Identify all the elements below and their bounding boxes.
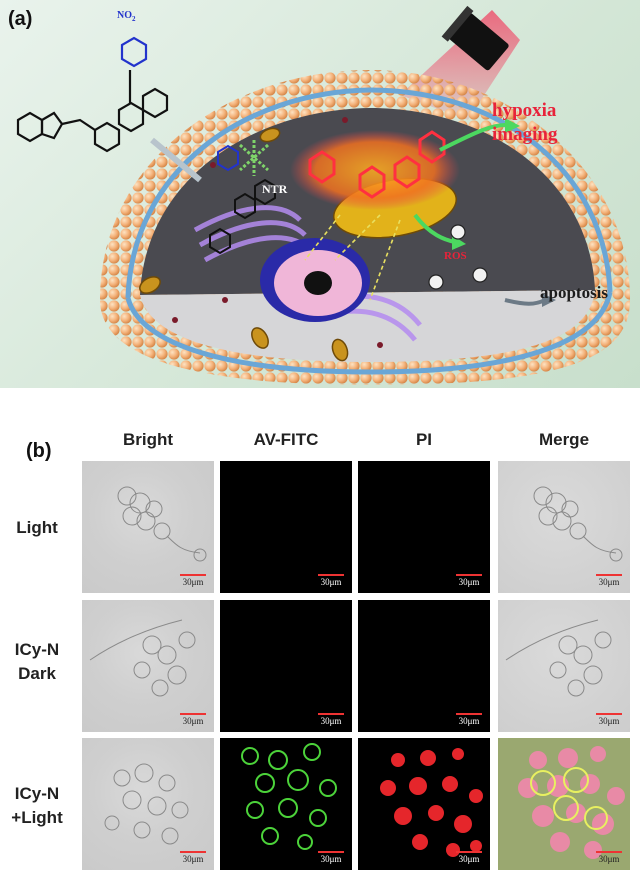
ntr-label: NTR (262, 182, 288, 196)
imaging-arrow (439, 123, 506, 152)
micrograph-dark-merge: 30μm (498, 600, 630, 732)
micrograph-dark-pi: 30μm (358, 600, 490, 732)
hypoxia-label: hypoxia (492, 100, 557, 121)
uptake-arrow (150, 137, 202, 183)
row-header-icy-n-dark: ICy-N Dark (14, 640, 60, 683)
cell-cluster-outline (533, 486, 623, 562)
row-header-light: Light (16, 518, 58, 537)
scale-bar: 30μm (318, 713, 344, 726)
red-nuclear-stain (380, 748, 483, 857)
column-header-pi: PI (415, 430, 433, 449)
skull-icon (428, 224, 488, 290)
ribosome-dots (172, 117, 383, 348)
row-header-icy-n-light: ICy-N +Light (11, 784, 63, 827)
cell-schematic-illustration (16, 5, 630, 385)
schematic-panel-a: (a) NO2 NTR hypoxia imaging ROS apoptosi… (0, 0, 640, 388)
cell-cluster-outline (89, 619, 196, 697)
no2-label: NO2 (117, 10, 136, 23)
column-header-merge: Merge (538, 430, 590, 449)
localization-lines (304, 214, 401, 301)
column-header-av-fitc: AV-FITC (253, 430, 319, 449)
scale-bar: 30μm (456, 713, 482, 726)
micrograph-light-merge: 30μm (498, 461, 630, 593)
micrograph-icy-n-light-pi: 30μm (358, 738, 490, 870)
scale-bar: 30μm (318, 574, 344, 587)
micrograph-icy-n-light-merge: 30μm (498, 738, 630, 870)
scale-bar: 30μm (596, 851, 622, 864)
micrograph-icy-n-light-bright: 30μm (82, 738, 214, 870)
probe-molecule-in-cell (209, 144, 276, 255)
panel-b-label: (b) (26, 440, 52, 462)
scale-bar: 30μm (180, 574, 206, 587)
column-header-bright: Bright (122, 430, 174, 449)
green-membrane-stain (241, 743, 337, 850)
cell-cluster-outline (505, 619, 612, 697)
scale-bar: 30μm (596, 713, 622, 726)
scale-bar: 30μm (456, 574, 482, 587)
cell-cluster-outline (104, 763, 189, 845)
cross-section-plane (140, 290, 595, 362)
micrograph-light-pi: 30μm (358, 461, 490, 593)
micrograph-light-bright: 30μm (82, 461, 214, 593)
merged-stain-overlay (498, 738, 630, 870)
probe-molecule-icy-n (16, 36, 169, 153)
scale-bar: 30μm (318, 851, 344, 864)
micrograph-icy-n-light-av-fitc: 30μm (220, 738, 352, 870)
inner-membrane-line (125, 87, 613, 299)
micrograph-dark-av-fitc: 30μm (220, 600, 352, 732)
ros-label: ROS (444, 250, 467, 262)
apoptosis-label: apoptosis (540, 283, 609, 302)
scale-bar: 30μm (180, 713, 206, 726)
imaging-label: imaging (492, 124, 558, 145)
panel-a-label: (a) (8, 8, 33, 30)
activated-probe-structure (308, 130, 446, 199)
micrograph-light-av-fitc: 30μm (220, 461, 352, 593)
scale-bar: 30μm (456, 851, 482, 864)
lamp-icon (441, 5, 509, 71)
micrograph-dark-bright: 30μm (82, 600, 214, 732)
scale-bar: 30μm (180, 851, 206, 864)
cell-cluster-outline (117, 486, 207, 562)
ntr-enzyme (239, 140, 269, 176)
scale-bar: 30μm (596, 574, 622, 587)
